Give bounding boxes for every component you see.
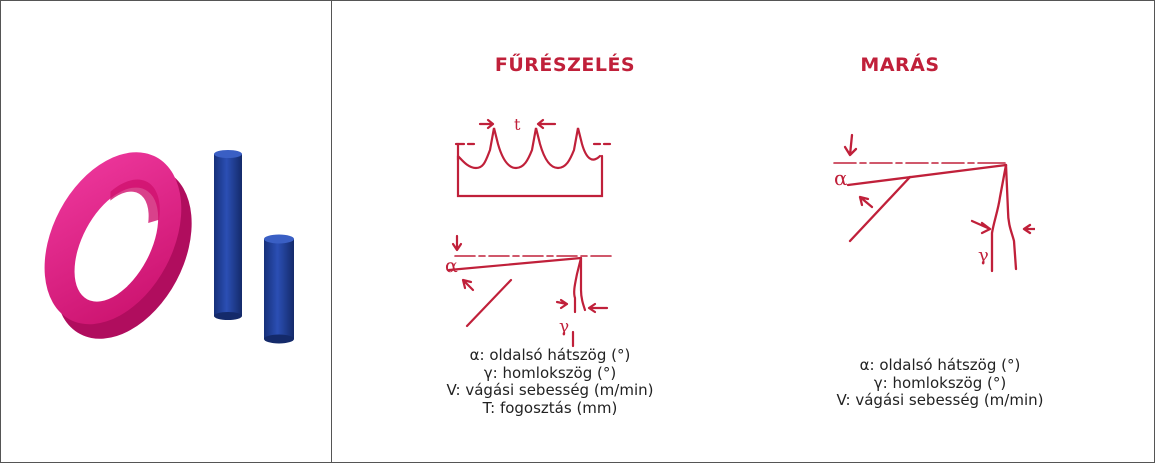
legend-line: α: oldalsó hátszög (°) [469,346,631,364]
legend-line: γ: homlokszög (°) [873,373,1007,392]
short-rod [264,234,294,344]
legend-line: α: oldalsó hátszög (°) [859,356,1021,374]
mill-alpha-symbol: α [834,166,848,190]
mill-gamma-symbol: γ [978,245,989,266]
legend-line: γ: homlokszög (°) [483,363,617,382]
legend-line: V: vágási sebesség (m/min) [446,381,654,399]
saw-angle-diagram: α γ [445,234,612,348]
tooth-pitch-symbol: t [514,115,521,134]
product-photo [44,150,294,344]
saw-alpha-symbol: α [445,255,458,277]
saw-tooth-profile-diagram: t [454,115,612,198]
column-divider [331,0,332,463]
tall-rod [214,150,242,320]
legend-line: T: fogosztás (mm) [482,398,618,417]
pink-ring [44,152,192,339]
sawing-title: FŰRÉSZELÉS [494,54,636,76]
milling-title: MARÁS [860,54,940,76]
milling-angle-diagram: α γ [833,133,1035,273]
sawing-legend: α: oldalsó hátszög (°) γ: homlokszög (°)… [405,346,695,417]
saw-gamma-symbol: γ [559,317,569,337]
legend-line: V: vágási sebesség (m/min) [836,391,1044,409]
milling-legend: α: oldalsó hátszög (°) γ: homlokszög (°)… [795,356,1085,410]
